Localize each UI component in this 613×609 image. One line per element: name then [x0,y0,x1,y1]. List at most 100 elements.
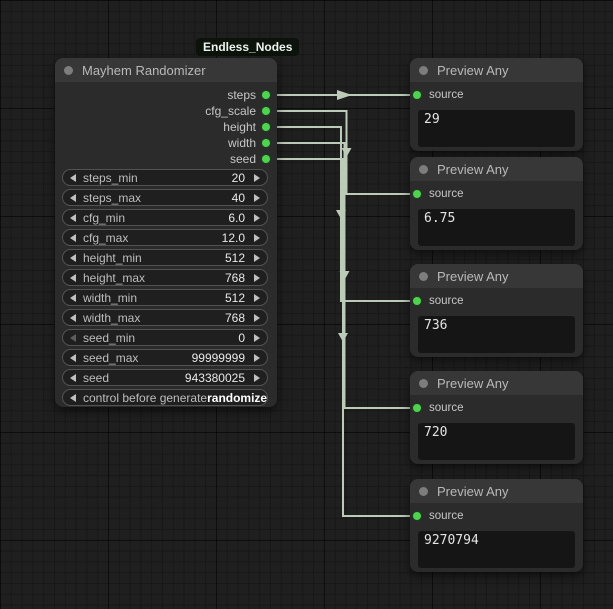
collapse-dot-icon[interactable] [419,65,428,75]
output-slot-seed: seed [55,151,277,167]
preview-value-box: 736 [418,316,575,353]
output-label: cfg_scale [205,104,256,118]
widget-label: seed_max [83,350,139,365]
node-header: Preview Any [410,479,583,503]
output-port-icon[interactable] [262,107,270,115]
preview-value-box: 9270794 [418,531,575,568]
node-header: Mayhem Randomizer [55,58,277,82]
widget-label: control before generate [83,390,208,405]
prev-option-arrow-icon[interactable] [70,393,76,402]
widget-steps-max[interactable]: steps_max 40 [62,189,268,206]
input-label: source [429,510,464,522]
preview-value-box: 29 [418,110,575,147]
widget-label: seed [83,370,110,385]
collapse-dot-icon[interactable] [419,164,428,174]
widget-seed[interactable]: seed 943380025 [62,369,268,386]
increment-arrow-icon[interactable] [254,193,260,202]
node-preview-any-3[interactable]: Preview Any source 736 [410,264,583,357]
increment-arrow-icon[interactable] [254,293,260,302]
widget-steps-min[interactable]: steps_min 20 [62,169,268,186]
node-title: Mayhem Randomizer [82,62,206,78]
node-preview-any-1[interactable]: Preview Any source 29 [410,58,583,151]
output-slot-steps: steps [55,87,277,103]
widget-list: steps_min 20 steps_max 40 cfg_min 6.0 cf… [62,169,268,406]
output-label: seed [229,152,256,166]
node-mayhem-randomizer[interactable]: Mayhem Randomizer steps cfg_scale height… [55,58,277,407]
output-port-icon[interactable] [262,139,270,147]
input-port-icon[interactable] [413,404,421,412]
increment-arrow-icon[interactable] [254,333,260,342]
widget-value: 943380025 [184,370,245,385]
node-preview-any-5[interactable]: Preview Any source 9270794 [410,479,583,572]
decrement-arrow-icon[interactable] [70,373,76,382]
output-label: height [223,120,256,134]
widget-control-before-generate[interactable]: control before generate randomize [62,389,268,406]
node-preview-any-4[interactable]: Preview Any source 720 [410,371,583,464]
decrement-arrow-icon[interactable] [70,253,76,262]
node-header: Preview Any [410,58,583,82]
widget-cfg-max[interactable]: cfg_max 12.0 [62,229,268,246]
output-slots: steps cfg_scale height width seed [55,87,277,167]
preview-value-box: 720 [418,423,575,460]
decrement-arrow-icon[interactable] [70,333,76,342]
widget-value: 99999999 [191,350,245,365]
increment-arrow-icon[interactable] [254,353,260,362]
increment-arrow-icon[interactable] [254,213,260,222]
collapse-dot-icon[interactable] [419,271,428,281]
widget-height-max[interactable]: height_max 768 [62,269,268,286]
widget-seed-min[interactable]: seed_min 0 [62,329,268,346]
collapse-dot-icon[interactable] [419,486,428,496]
wire-cfg-arrow [341,148,352,157]
decrement-arrow-icon[interactable] [70,233,76,242]
decrement-arrow-icon[interactable] [70,293,76,302]
decrement-arrow-icon[interactable] [70,313,76,322]
increment-arrow-icon[interactable] [254,373,260,382]
node-preview-any-2[interactable]: Preview Any source 6.75 [410,157,583,250]
collapse-dot-icon[interactable] [64,65,73,75]
widget-value: 40 [231,190,245,205]
widget-value: 768 [224,310,245,325]
decrement-arrow-icon[interactable] [70,173,76,182]
output-slot-cfg-scale: cfg_scale [55,103,277,119]
output-label: steps [227,88,256,102]
input-label: source [429,295,464,307]
widget-value: 12.0 [221,230,245,245]
node-title: Preview Any [437,161,509,177]
widget-value: 512 [224,250,245,265]
input-label: source [429,188,464,200]
increment-arrow-icon[interactable] [254,173,260,182]
node-header: Preview Any [410,157,583,181]
increment-arrow-icon[interactable] [254,253,260,262]
node-title: Preview Any [437,483,509,499]
output-slot-width: width [55,135,277,151]
input-port-icon[interactable] [413,91,421,99]
output-port-icon[interactable] [262,155,270,163]
input-slot-source: source [413,87,464,103]
wire-seed-arrow [338,333,348,342]
widget-label: width_max [83,310,141,325]
output-port-icon[interactable] [262,123,270,131]
decrement-arrow-icon[interactable] [70,213,76,222]
collapse-dot-icon[interactable] [419,378,428,388]
widget-width-min[interactable]: width_min 512 [62,289,268,306]
decrement-arrow-icon[interactable] [70,353,76,362]
output-port-icon[interactable] [262,91,270,99]
widget-seed-max[interactable]: seed_max 99999999 [62,349,268,366]
input-port-icon[interactable] [413,512,421,520]
decrement-arrow-icon[interactable] [70,273,76,282]
increment-arrow-icon[interactable] [254,233,260,242]
increment-arrow-icon[interactable] [254,313,260,322]
widget-label: height_min [83,250,142,265]
input-port-icon[interactable] [413,297,421,305]
widget-height-min[interactable]: height_min 512 [62,249,268,266]
widget-width-max[interactable]: width_max 768 [62,309,268,326]
decrement-arrow-icon[interactable] [70,193,76,202]
widget-cfg-min[interactable]: cfg_min 6.0 [62,209,268,226]
widget-value: 768 [224,270,245,285]
increment-arrow-icon[interactable] [254,273,260,282]
widget-value: 0 [238,330,245,345]
input-port-icon[interactable] [413,190,421,198]
input-slot-source: source [413,508,464,524]
